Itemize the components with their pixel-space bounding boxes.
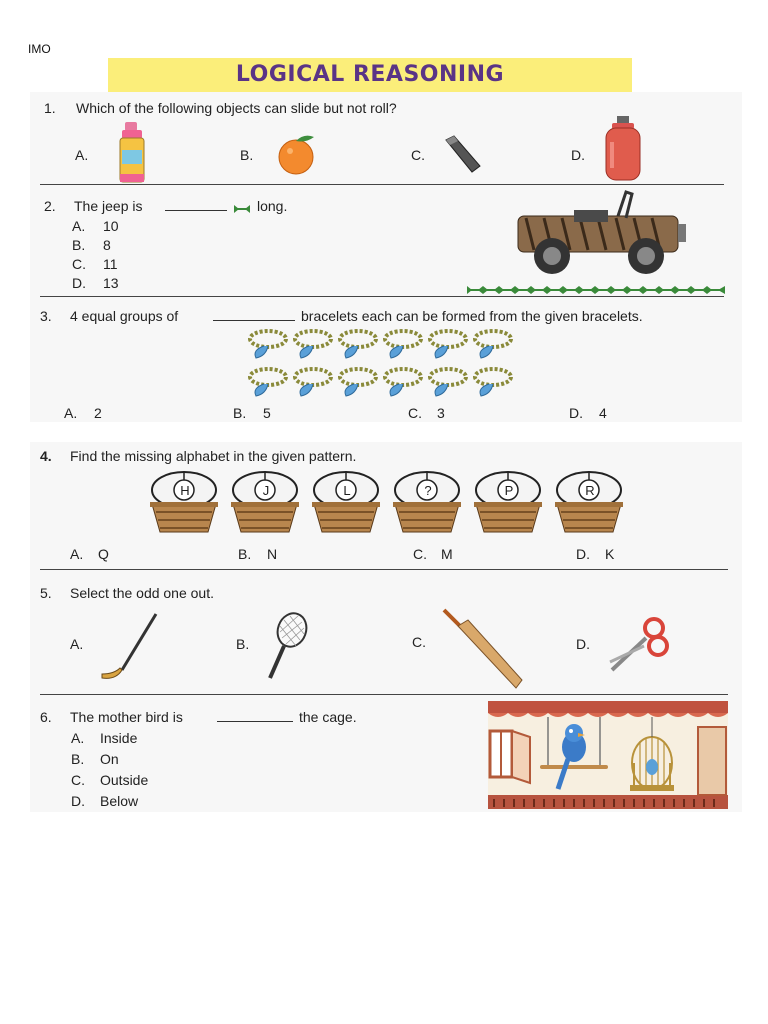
- basket-letter-4: ?: [424, 483, 432, 498]
- q2-option-a-value[interactable]: 10: [103, 218, 119, 234]
- divider-4: [40, 694, 728, 695]
- q2-text-pre: The jeep is: [74, 198, 143, 214]
- q4-option-d-letter[interactable]: D.: [576, 546, 590, 562]
- q6-option-a-value[interactable]: Inside: [100, 730, 138, 746]
- q4-option-b-value[interactable]: N: [267, 546, 278, 562]
- q2-option-a-letter[interactable]: A.: [72, 218, 86, 234]
- q4-option-a-letter[interactable]: A.: [70, 546, 84, 562]
- q2-blank: [165, 198, 227, 211]
- jeep-icon: [514, 188, 690, 285]
- q1-text: Which of the following objects can slide…: [76, 100, 397, 116]
- q2-option-d-value[interactable]: 13: [103, 275, 119, 291]
- q3-option-b-letter[interactable]: B.: [233, 405, 247, 421]
- q4-option-a-value[interactable]: Q: [98, 546, 109, 562]
- q3-text-post: bracelets each can be formed from the gi…: [301, 308, 643, 324]
- q3-blank: [213, 308, 295, 321]
- q5-option-c-letter[interactable]: C.: [412, 634, 426, 650]
- q5-text: Select the odd one out.: [70, 585, 214, 601]
- q2-option-d-letter[interactable]: D.: [72, 275, 86, 291]
- q6-option-c-letter[interactable]: C.: [71, 772, 85, 788]
- title-banner: LOGICAL REASONING: [108, 58, 632, 94]
- hockey-stick-icon: [98, 612, 162, 689]
- bottle-icon: [118, 122, 146, 189]
- q6-number: 6.: [40, 709, 52, 725]
- eraser-icon: [440, 134, 484, 179]
- q1-option-b-letter[interactable]: B.: [240, 147, 254, 163]
- divider-2: [40, 296, 724, 297]
- header-tag: IMO: [28, 42, 51, 56]
- q3-number: 3.: [40, 308, 52, 324]
- bracelets-grid: [246, 328, 522, 407]
- q6-option-d-value[interactable]: Below: [100, 793, 139, 809]
- q2-option-b-letter[interactable]: B.: [72, 237, 86, 253]
- basket-letter-3: L: [343, 483, 351, 498]
- cricket-bat-icon: [440, 608, 526, 695]
- q3-option-c-value[interactable]: 3: [437, 405, 445, 421]
- divider-1: [40, 184, 724, 185]
- orange-icon: [274, 133, 320, 180]
- q5-option-b-letter[interactable]: B.: [236, 636, 250, 652]
- scissors-icon: [606, 616, 670, 681]
- q1-option-c-letter[interactable]: C.: [411, 147, 425, 163]
- q4-text: Find the missing alphabet in the given p…: [70, 448, 357, 464]
- q4-option-b-letter[interactable]: B.: [238, 546, 252, 562]
- basket-letter-1: H: [180, 483, 190, 498]
- q2-number: 2.: [44, 198, 56, 214]
- q1-option-d-letter[interactable]: D.: [571, 147, 585, 163]
- q4-option-c-letter[interactable]: C.: [413, 546, 427, 562]
- bird-cage-scene: [488, 701, 728, 814]
- q4-number: 4.: [40, 448, 52, 464]
- q3-option-c-letter[interactable]: C.: [408, 405, 422, 421]
- q6-option-a-letter[interactable]: A.: [71, 730, 85, 746]
- q3-option-a-letter[interactable]: A.: [64, 405, 78, 421]
- unit-icon: [233, 201, 251, 219]
- q5-number: 5.: [40, 585, 52, 601]
- baskets-row: [149, 470, 624, 541]
- q3-option-a-value[interactable]: 2: [94, 405, 102, 421]
- q3-option-b-value[interactable]: 5: [263, 405, 271, 421]
- q6-text-post: the cage.: [299, 709, 357, 725]
- q4-option-c-value[interactable]: M: [441, 546, 453, 562]
- q3-option-d-letter[interactable]: D.: [569, 405, 583, 421]
- q2-option-c-letter[interactable]: C.: [72, 256, 86, 272]
- q1-option-a-letter[interactable]: A.: [75, 147, 89, 163]
- basket-letter-2: J: [262, 483, 270, 498]
- q5-option-a-letter[interactable]: A.: [70, 636, 84, 652]
- gas-cylinder-icon: [604, 116, 642, 187]
- q6-option-d-letter[interactable]: D.: [71, 793, 85, 809]
- q5-option-d-letter[interactable]: D.: [576, 636, 590, 652]
- q4-option-d-value[interactable]: K: [605, 546, 615, 562]
- tennis-racket-icon: [262, 612, 310, 687]
- page-title: LOGICAL REASONING: [235, 62, 505, 87]
- divider-3: [40, 569, 728, 570]
- q6-option-c-value[interactable]: Outside: [100, 772, 149, 788]
- q6-text-pre: The mother bird is: [70, 709, 183, 725]
- basket-letter-5: P: [504, 483, 514, 498]
- q2-option-c-value[interactable]: 11: [103, 256, 118, 272]
- q2-option-b-value[interactable]: 8: [103, 237, 111, 253]
- q6-blank: [217, 709, 293, 722]
- unit-ruler: [467, 282, 725, 300]
- q3-option-d-value[interactable]: 4: [599, 405, 607, 421]
- q2-text-post: long.: [257, 198, 288, 214]
- q6-option-b-value[interactable]: On: [100, 751, 119, 767]
- q1-number: 1.: [44, 100, 56, 116]
- basket-letter-6: R: [585, 483, 595, 498]
- q6-option-b-letter[interactable]: B.: [71, 751, 85, 767]
- q3-text-pre: 4 equal groups of: [70, 308, 179, 324]
